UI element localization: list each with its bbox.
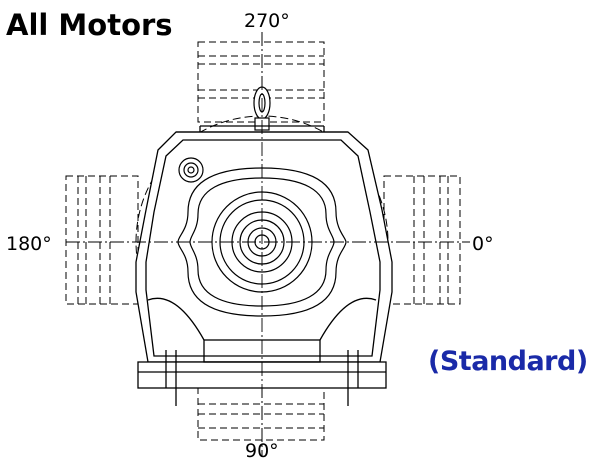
motor-outline-left: [65, 175, 139, 305]
angle-label-0: 0°: [472, 233, 494, 255]
motor-outline-right: [383, 175, 461, 305]
diagram-title: All Motors: [6, 8, 173, 42]
oil-plug: [178, 157, 204, 183]
angle-label-180: 180°: [6, 233, 52, 255]
standard-position-label: (Standard): [428, 346, 588, 377]
angle-label-270: 270°: [244, 10, 290, 32]
motor-outline-bottom: [197, 385, 325, 441]
center-lines-overlay: [66, 32, 470, 456]
